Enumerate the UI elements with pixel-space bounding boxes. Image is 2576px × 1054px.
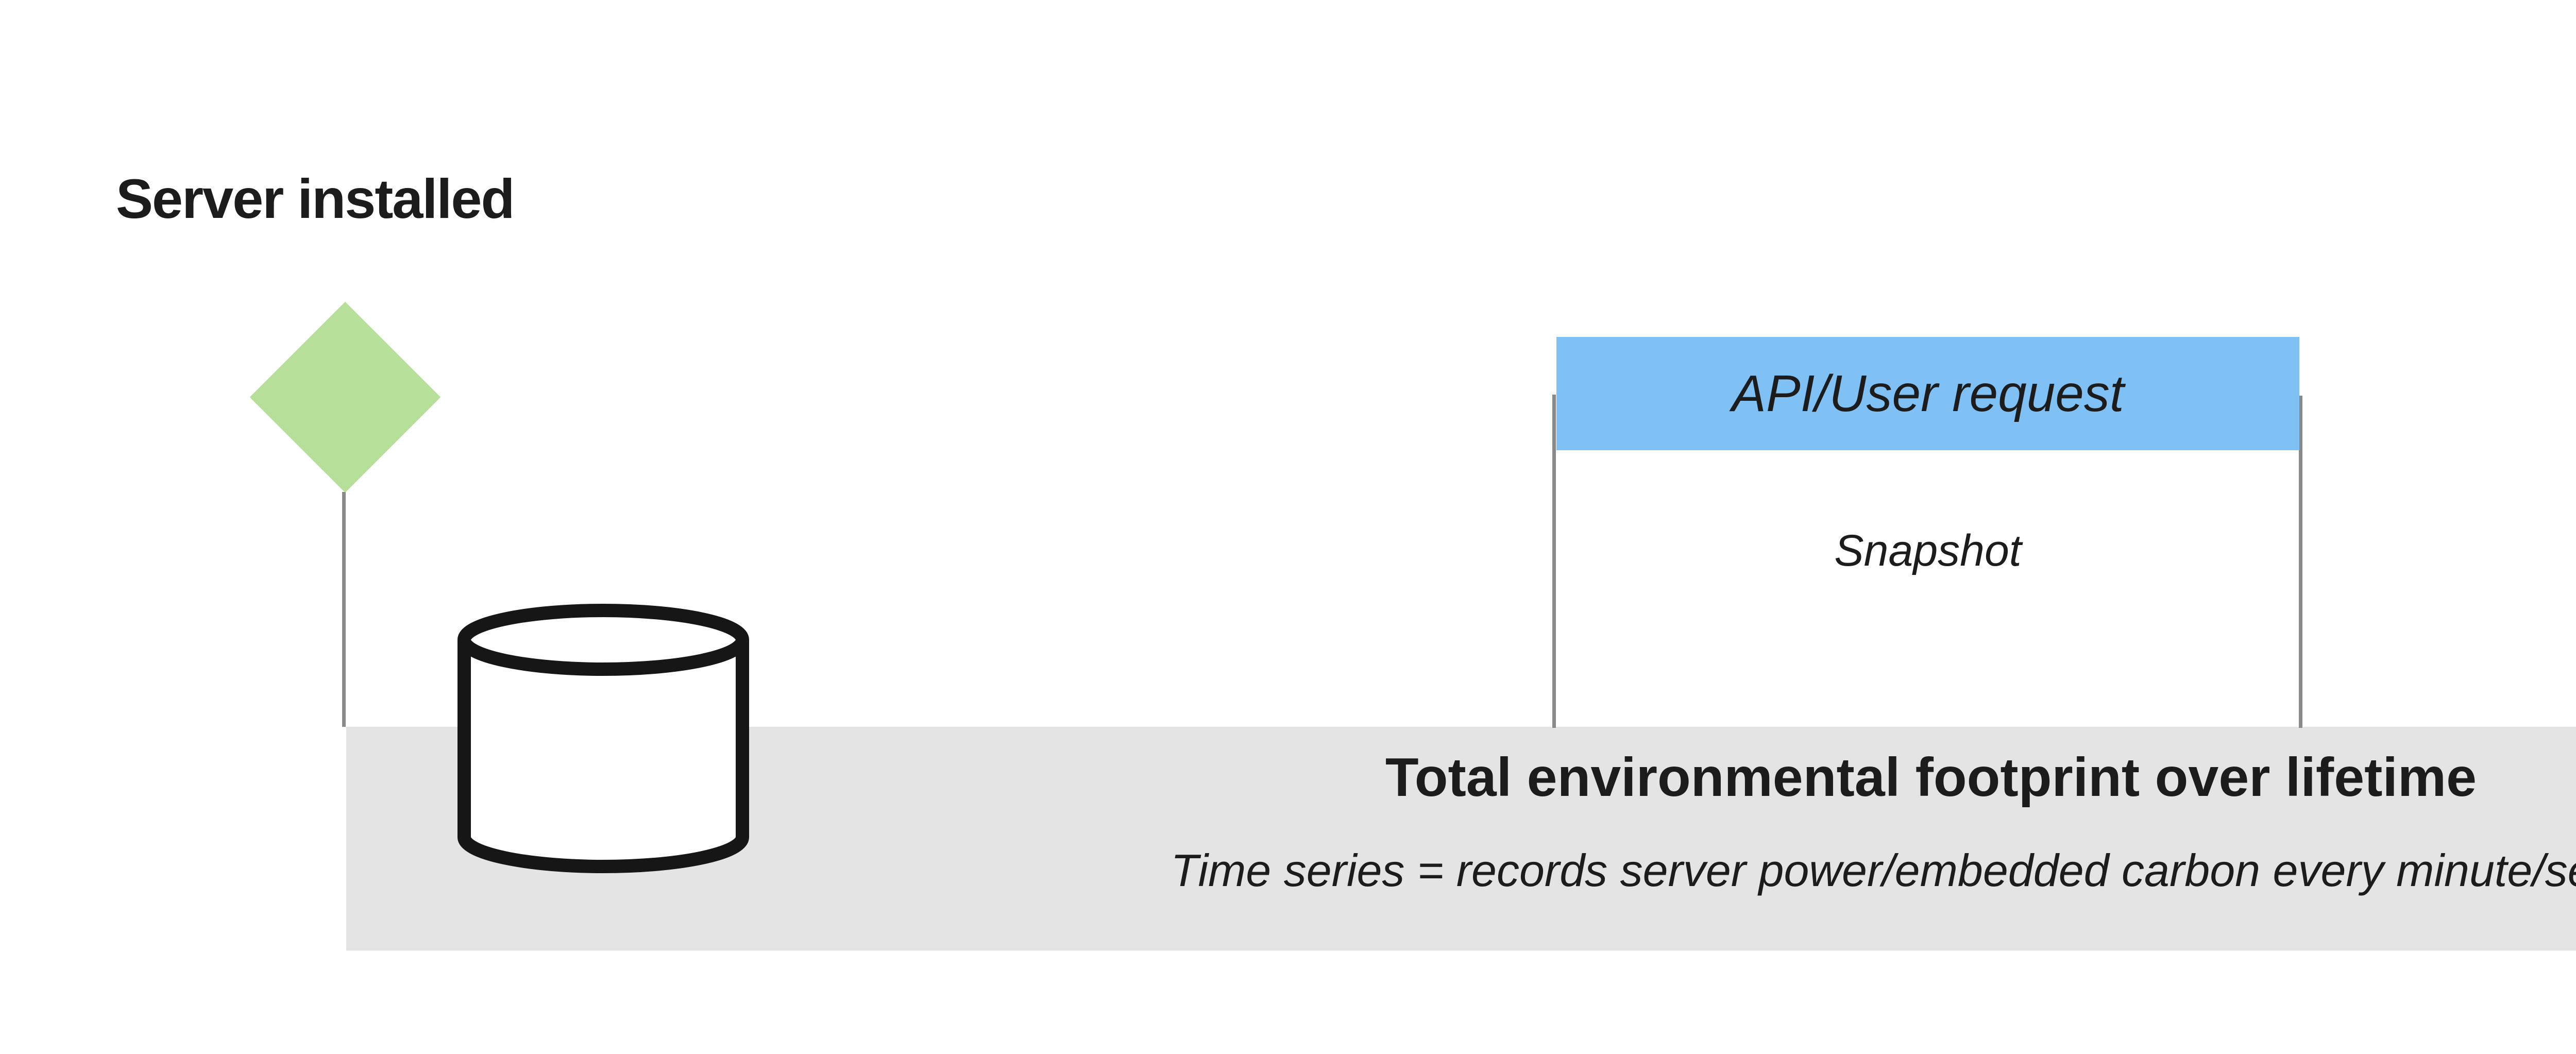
database-icon <box>457 604 749 873</box>
server-installed-diamond-icon <box>249 301 441 493</box>
footprint-bar-subtitle: Time series = records server power/embed… <box>1171 845 2576 896</box>
server-installed-label: Server installed <box>116 167 515 230</box>
connector-server-installed-line <box>342 492 346 727</box>
connector-request-left-line <box>1552 395 1556 728</box>
footprint-bar-title: Total environmental footprint over lifet… <box>1385 747 2477 808</box>
api-user-request-box: API/User request <box>1556 337 2299 450</box>
api-user-request-label: API/User request <box>1732 364 2124 422</box>
snapshot-label: Snapshot <box>1834 526 2022 575</box>
connector-request-right-line <box>2299 396 2302 728</box>
